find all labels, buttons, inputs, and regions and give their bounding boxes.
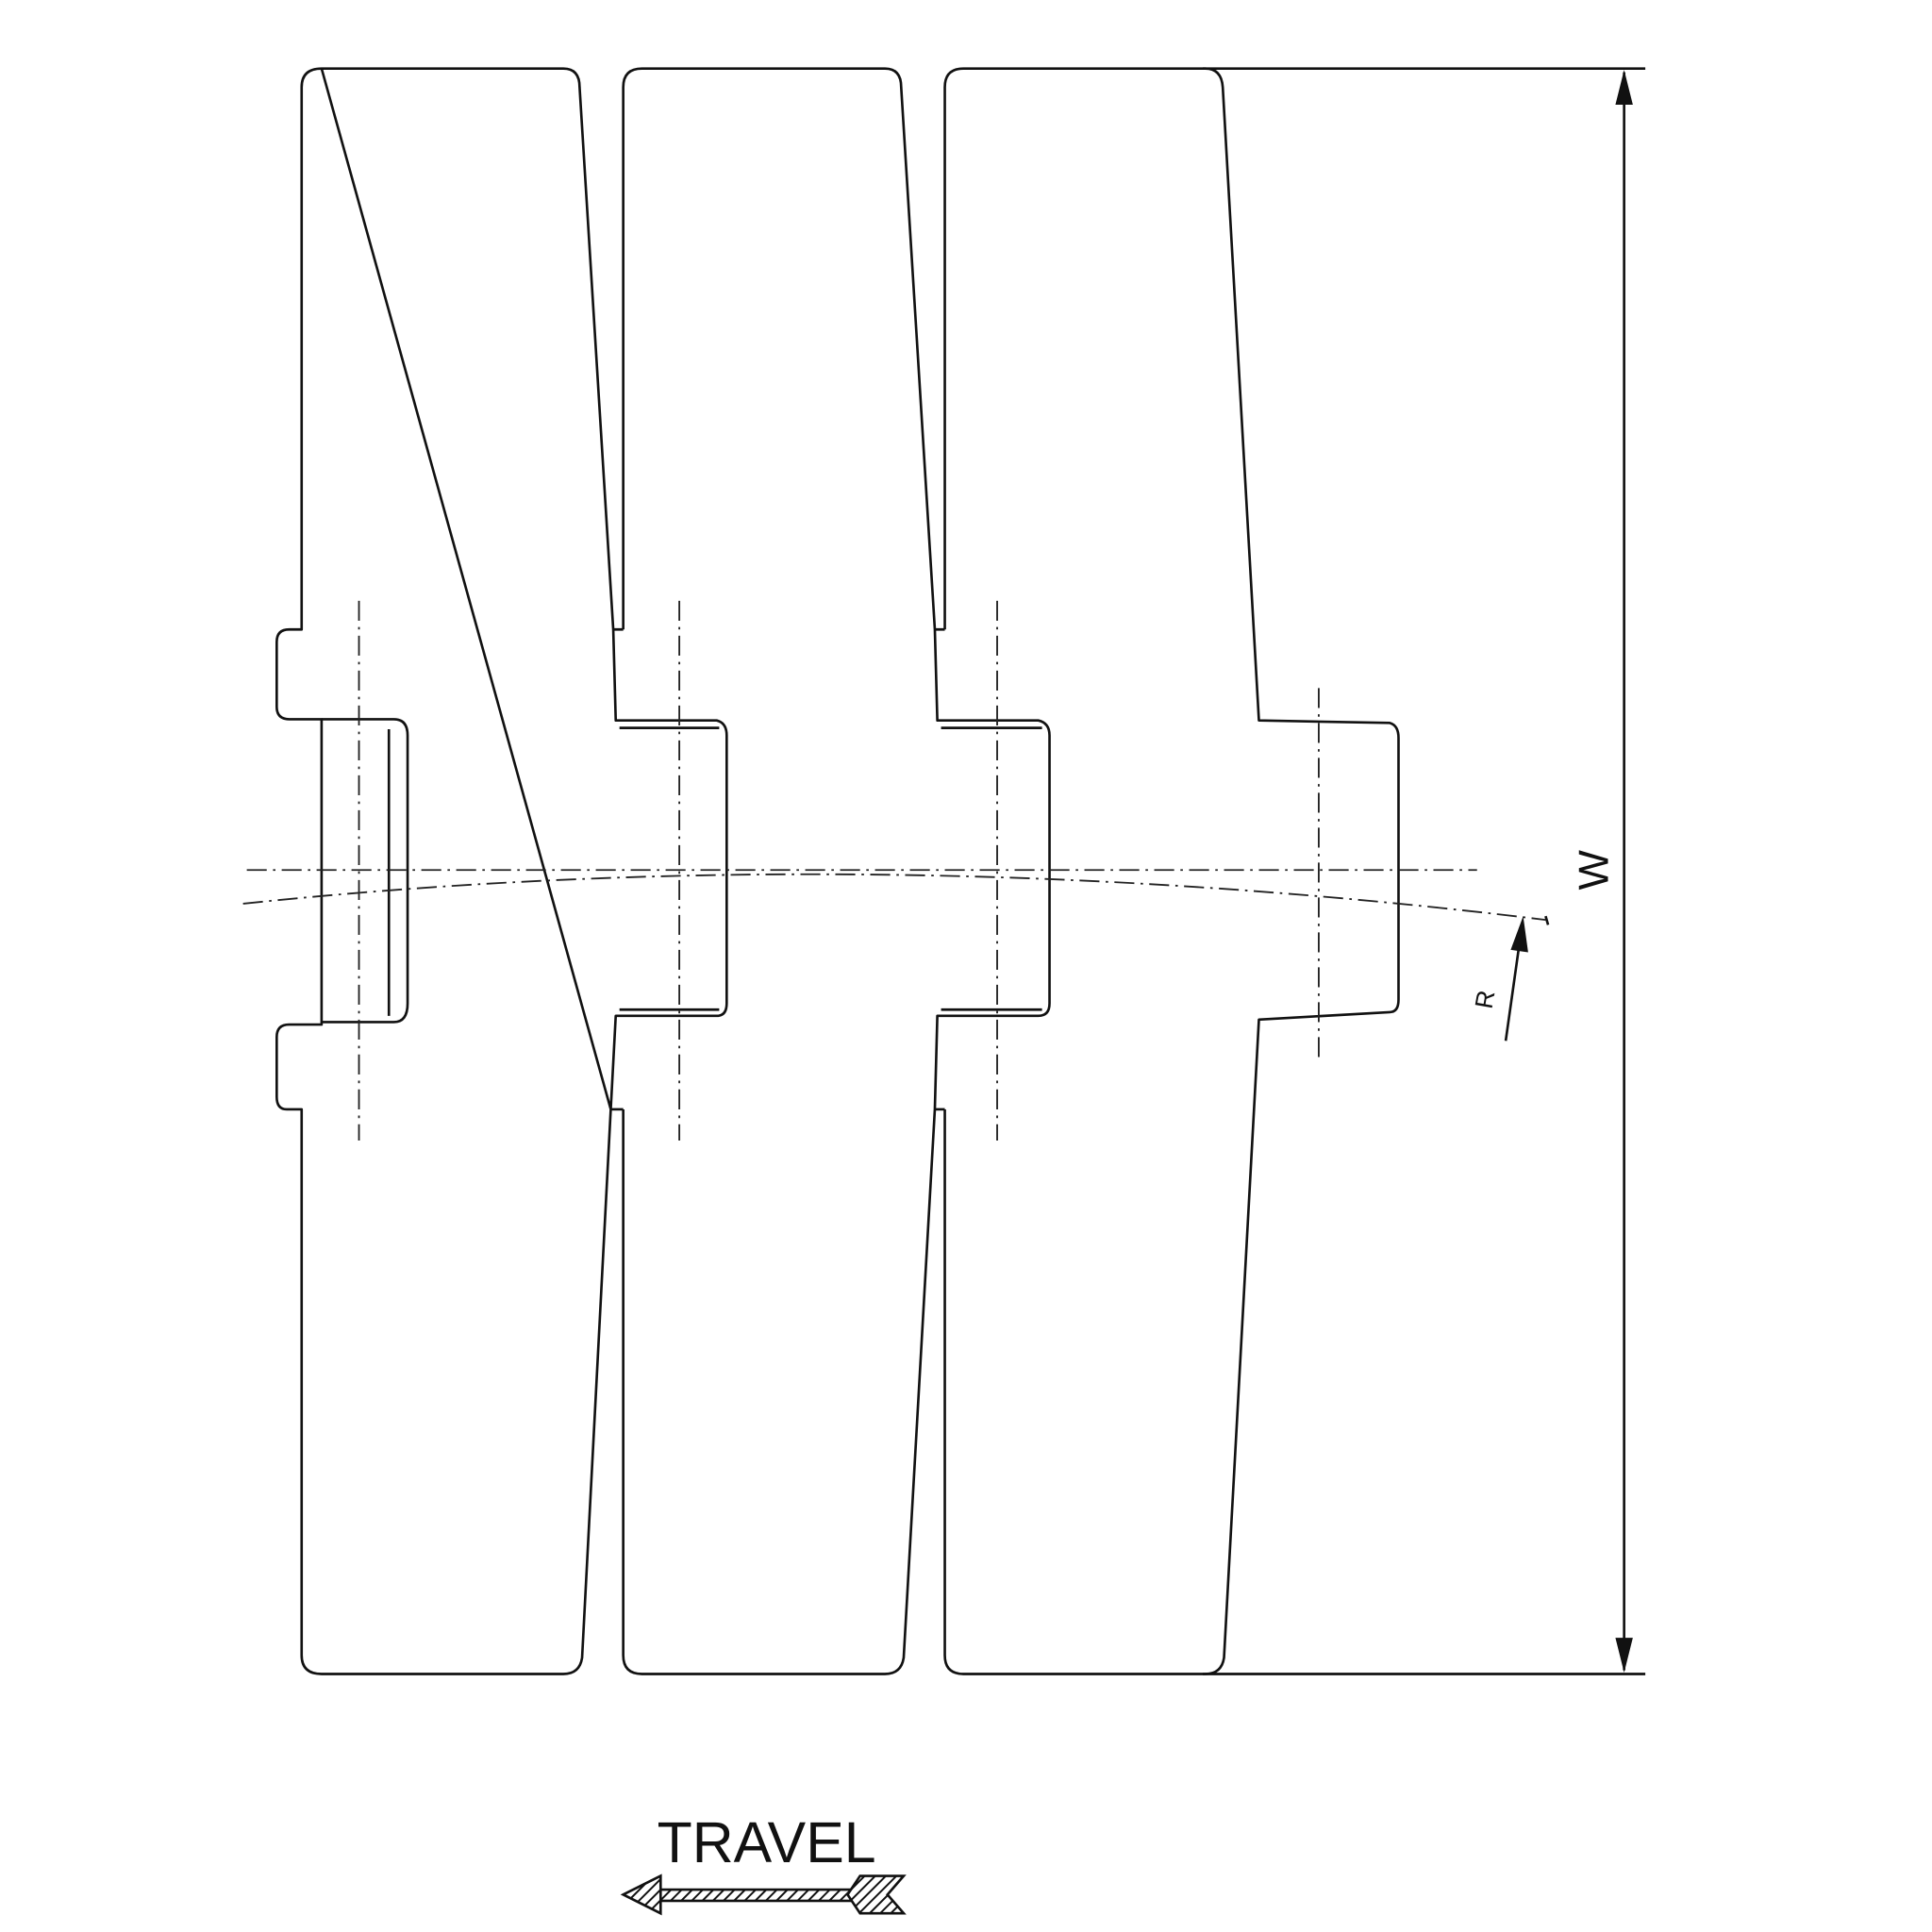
chain-link-1 bbox=[275, 67, 728, 1675]
width-label: W bbox=[1569, 849, 1617, 890]
travel-label: TRAVEL bbox=[658, 1810, 876, 1874]
arrowhead-down-icon bbox=[1615, 1638, 1633, 1674]
link-3-socket-inner bbox=[941, 726, 1042, 1011]
curve-center-line bbox=[242, 873, 1546, 922]
radius-leader bbox=[1504, 934, 1523, 1041]
travel-arrow-left-icon bbox=[620, 1874, 907, 1916]
chain-link-2 bbox=[622, 67, 1051, 1675]
link-1-tab bbox=[321, 718, 409, 1024]
link-2-socket-inner bbox=[619, 726, 720, 1011]
radius-label: R bbox=[1470, 988, 1501, 1010]
radius-tick bbox=[1544, 915, 1550, 925]
arrowhead-up-icon bbox=[1615, 69, 1633, 105]
chain-link-3 bbox=[943, 67, 1400, 1675]
radius-arrowhead-icon bbox=[1510, 916, 1528, 953]
